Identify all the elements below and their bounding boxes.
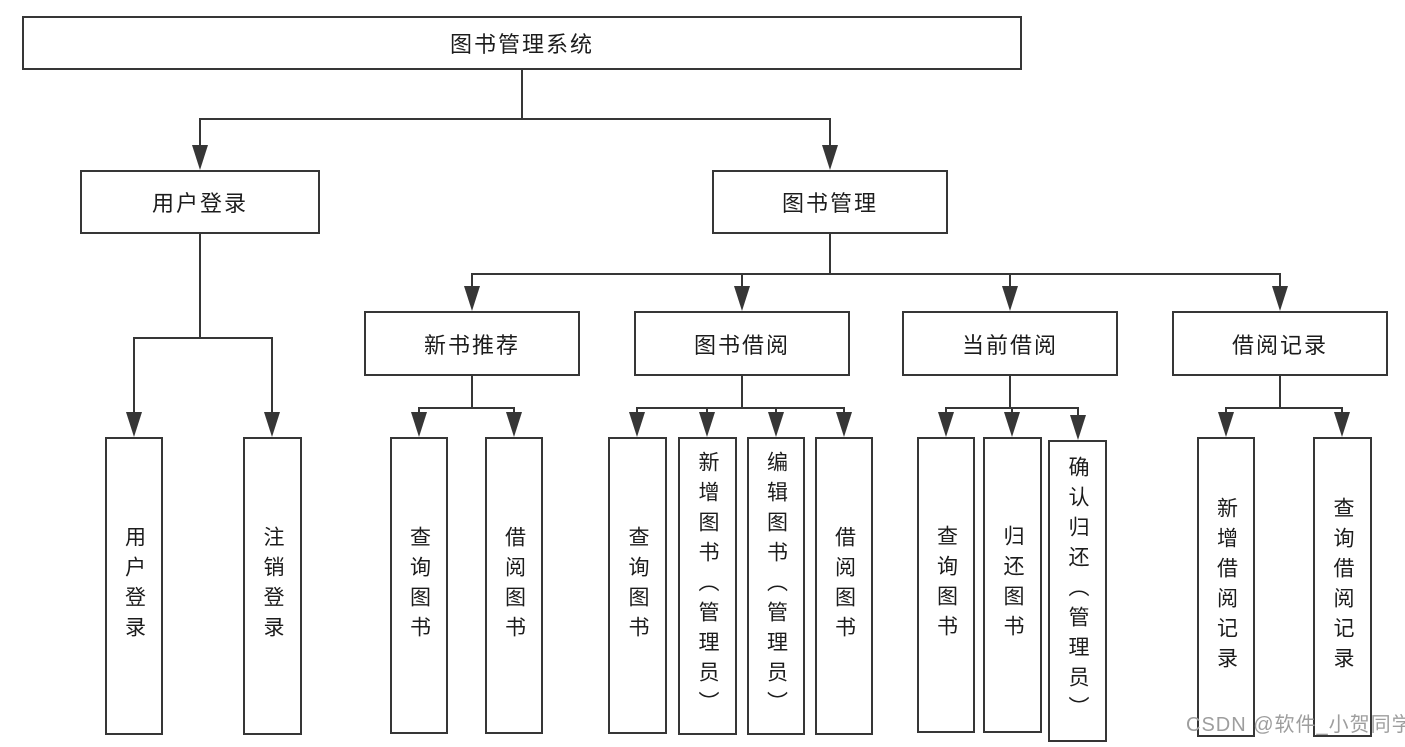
arrow-down-icon — [192, 145, 208, 170]
connector-current-borrowing-stem — [1009, 376, 1011, 409]
arrow-down-icon — [699, 412, 715, 437]
connector-user-login-stem — [199, 234, 201, 339]
connector-drop — [1341, 407, 1343, 415]
connector-drop — [945, 407, 947, 415]
node-book-management: 图书管理 — [712, 170, 948, 234]
connector-drop-logout-leaf — [271, 337, 273, 413]
arrow-down-icon — [734, 286, 750, 311]
node-label: 借阅图书 — [832, 526, 856, 646]
node-leaf-edit-books-admin: 编辑图书（管理员） — [747, 437, 805, 735]
node-leaf-add-borrow-record: 新增借阅记录 — [1197, 437, 1255, 737]
connector-drop-book-borrow — [741, 273, 743, 289]
arrow-down-icon — [629, 412, 645, 437]
node-label: 归还图书 — [1001, 525, 1024, 645]
connector-book-management-stem — [829, 234, 831, 275]
node-label: 注销登录 — [261, 526, 284, 646]
node-leaf-add-books-admin: 新增图书（管理员） — [678, 437, 737, 735]
node-current-borrowing: 当前借阅 — [902, 311, 1118, 376]
node-label: 查询图书 — [407, 525, 431, 646]
arrow-down-icon — [1070, 415, 1086, 440]
connector-drop-user-login — [199, 118, 201, 146]
connector-root-stem — [521, 70, 523, 118]
node-label: 图书借阅 — [693, 332, 790, 358]
node-label: 新增图书（管理员） — [696, 451, 719, 721]
node-label: 图书管理 — [781, 191, 878, 216]
connector-drop — [1225, 407, 1227, 415]
node-library-management-system: 图书管理系统 — [22, 16, 1022, 70]
arrow-down-icon — [1002, 286, 1018, 311]
connector-drop — [513, 407, 515, 415]
node-leaf-confirm-return-admin: 确认归还（管理员） — [1048, 440, 1107, 742]
node-leaf-borrow-books-recommend: 借阅图书 — [485, 437, 543, 734]
node-new-book-recommendation: 新书推荐 — [364, 311, 580, 376]
arrow-down-icon — [126, 412, 142, 437]
arrow-down-icon — [768, 412, 784, 437]
node-leaf-query-books-borrowing: 查询图书 — [608, 437, 667, 734]
connector-root-bus — [199, 118, 831, 120]
node-leaf-return-books: 归还图书 — [983, 437, 1042, 733]
connector-new-book-stem — [471, 376, 473, 409]
connector-drop — [1011, 407, 1013, 415]
connector-drop — [843, 407, 845, 415]
arrow-down-icon — [506, 412, 522, 437]
connector-drop-login-leaf — [133, 337, 135, 413]
node-label: 用户登录 — [122, 526, 146, 646]
node-label: 当前借阅 — [961, 332, 1058, 358]
connector-borrowing-records-stem — [1279, 376, 1281, 409]
node-borrowing-records: 借阅记录 — [1172, 311, 1388, 376]
node-leaf-query-books-current: 查询图书 — [917, 437, 975, 733]
node-label: 借阅记录 — [1231, 332, 1328, 358]
connector-book-management-bus — [471, 273, 1281, 275]
arrow-down-icon — [1334, 412, 1350, 437]
connector-drop — [775, 407, 777, 415]
connector-drop-current-borrow — [1009, 273, 1011, 289]
node-label: 编辑图书（管理员） — [764, 451, 788, 721]
node-label: 确认归还（管理员） — [1066, 456, 1089, 726]
connector-drop-book-management — [829, 118, 831, 146]
arrow-down-icon — [822, 145, 838, 170]
node-label: 新增借阅记录 — [1214, 497, 1238, 677]
arrow-down-icon — [411, 412, 427, 437]
node-leaf-query-books-recommend: 查询图书 — [390, 437, 448, 734]
connector-drop — [1077, 407, 1079, 417]
arrow-down-icon — [264, 412, 280, 437]
arrow-down-icon — [1004, 412, 1020, 437]
connector-drop — [636, 407, 638, 415]
connector-drop — [418, 407, 420, 415]
connector-new-book-bus — [418, 407, 515, 409]
node-leaf-logout: 注销登录 — [243, 437, 302, 735]
node-label: 查询图书 — [626, 525, 649, 646]
connector-drop-borrow-records — [1279, 273, 1281, 289]
arrow-down-icon — [464, 286, 480, 311]
node-user-login: 用户登录 — [80, 170, 320, 234]
node-leaf-query-borrow-record: 查询借阅记录 — [1313, 437, 1372, 737]
arrow-down-icon — [1218, 412, 1234, 437]
node-label: 借阅图书 — [502, 525, 526, 646]
connector-drop-new-book — [471, 273, 473, 289]
node-label: 新书推荐 — [423, 332, 520, 358]
arrow-down-icon — [938, 412, 954, 437]
connector-book-borrowing-stem — [741, 376, 743, 409]
node-leaf-user-login: 用户登录 — [105, 437, 163, 735]
watermark: CSDN @软件_小贺同学 — [1186, 714, 1405, 736]
connector-borrowing-records-bus — [1225, 407, 1343, 409]
node-label: 用户登录 — [151, 191, 248, 216]
arrow-down-icon — [1272, 286, 1288, 311]
node-label: 查询图书 — [934, 525, 958, 645]
connector-book-borrowing-bus — [636, 407, 845, 409]
node-book-borrowing: 图书借阅 — [634, 311, 850, 376]
arrow-down-icon — [836, 412, 852, 437]
node-leaf-borrow-books: 借阅图书 — [815, 437, 873, 735]
connector-drop — [706, 407, 708, 415]
node-label: 图书管理系统 — [449, 32, 594, 57]
connector-user-login-bus — [133, 337, 273, 339]
node-label: 查询借阅记录 — [1331, 497, 1354, 677]
